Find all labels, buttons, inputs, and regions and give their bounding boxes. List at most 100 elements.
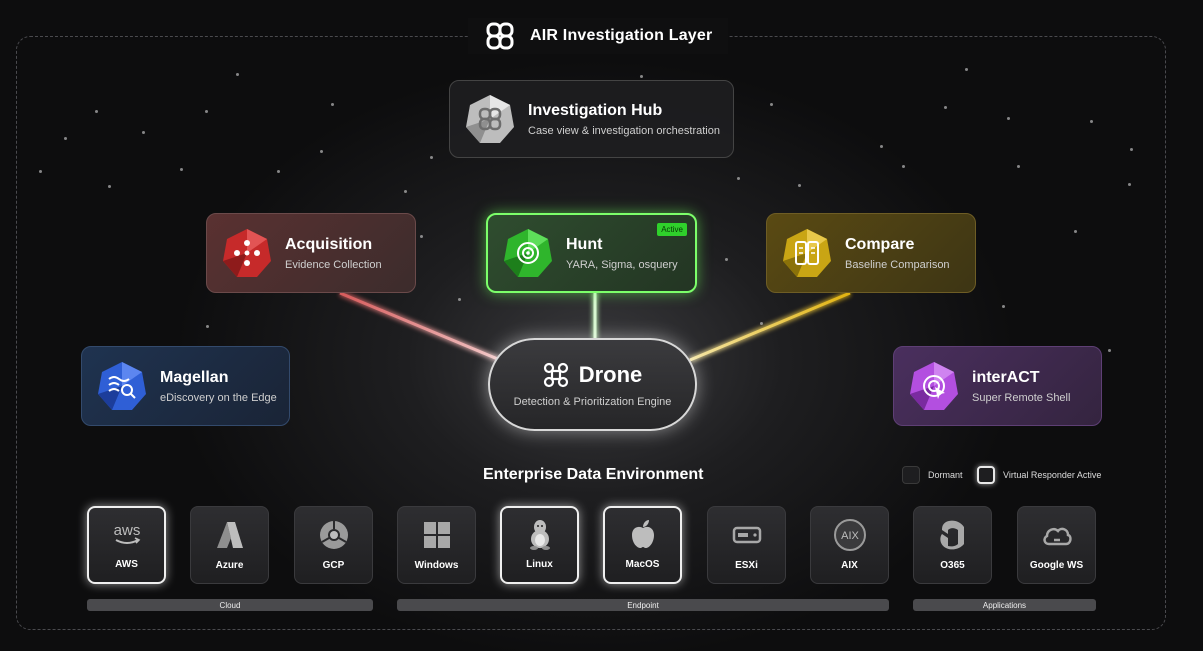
star [1090,120,1093,123]
tile-o365[interactable]: O365 [913,506,992,584]
tile-label: Google WS [1029,560,1084,571]
drone-subtitle: Detection & Prioritization Engine [513,395,672,408]
tile-label: Azure [215,560,244,571]
tile-windows[interactable]: Windows [397,506,476,584]
star [430,156,433,159]
cloud-icon [1042,527,1072,546]
star [205,110,208,113]
line-compare [689,291,851,362]
star [725,258,728,261]
tile-linux[interactable]: Linux [500,506,579,584]
interact-subtitle: Super Remote Shell [972,392,1071,404]
compare-icon [783,229,831,277]
star [236,73,239,76]
star [1128,183,1131,186]
tile-gcp[interactable]: GCP [294,506,373,584]
tile-label: Linux [526,559,553,570]
star [39,170,42,173]
tile-aix[interactable]: AIX AIX [810,506,889,584]
tile-label: ESXi [735,560,758,571]
environment-title: Enterprise Data Environment [483,466,704,483]
star [180,168,183,171]
magellan-card[interactable]: Magellan eDiscovery on the Edge [81,346,290,426]
star [798,184,801,187]
interact-icon [910,362,958,410]
star [1074,230,1077,233]
hub-title: Investigation Hub [528,102,663,119]
hunt-subtitle: YARA, Sigma, osquery [566,259,678,271]
tile-label: MacOS [625,559,660,570]
star [1108,349,1111,352]
star [640,75,643,78]
tile-azure[interactable]: Azure [190,506,269,584]
legend-active-label: Virtual Responder Active [1003,470,1102,480]
star [320,150,323,153]
acquisition-subtitle: Evidence Collection [285,259,382,271]
star [737,177,740,180]
tile-label: AWS [115,559,138,570]
star [64,137,67,140]
layer-title-text: AIR Investigation Layer [530,27,713,44]
star [1130,148,1133,151]
acquisition-card[interactable]: Acquisition Evidence Collection [206,213,416,293]
star [770,103,773,106]
magellan-title: Magellan [160,369,229,386]
office-icon [939,520,964,550]
star [95,110,98,113]
interact-title: interACT [972,369,1040,386]
star [277,170,280,173]
tile-google-ws[interactable]: Google WS [1017,506,1096,584]
tile-label: Windows [414,560,459,571]
windows-icon [423,522,450,548]
investigation-hub-icon [466,95,514,143]
star [331,103,334,106]
legend-active: Virtual Responder Active [977,466,1101,484]
acquisition-title: Acquisition [285,236,373,253]
hunt-icon [504,229,552,277]
hub-subtitle: Case view & investigation orchestration [528,125,720,137]
tile-esxi[interactable]: ESXi [707,506,786,584]
star [206,325,209,328]
air-logo-icon [486,22,514,50]
server-icon [732,526,761,544]
star [420,235,423,238]
hunt-title: Hunt [566,236,603,253]
star [404,190,407,193]
aix-icon: AIX [833,519,866,551]
linux-icon [529,520,550,550]
compare-card[interactable]: Compare Baseline Comparison [766,213,976,293]
star [142,131,145,134]
tile-aws[interactable]: aws AWS [87,506,166,584]
line-acquisition [339,291,501,362]
star [880,145,883,148]
gcp-icon [319,521,348,549]
star [108,185,111,188]
magellan-icon [98,362,146,410]
compare-subtitle: Baseline Comparison [845,259,950,271]
star [965,68,968,71]
legend-dormant-swatch [902,466,920,484]
drone-icon [543,362,568,387]
interact-card[interactable]: interACT Super Remote Shell [893,346,1102,426]
drone-engine[interactable]: Drone Detection & Prioritization Engine [488,338,697,431]
tile-macos[interactable]: MacOS [603,506,682,584]
star [458,298,461,301]
investigation-hub-card[interactable]: Investigation Hub Case view & investigat… [449,80,734,158]
star [1017,165,1020,168]
magellan-subtitle: eDiscovery on the Edge [160,392,277,404]
legend-dormant-label: Dormant [928,470,963,480]
active-badge: Active [657,223,687,236]
group-cloud: Cloud [87,599,373,611]
group-applications: Applications [913,599,1096,611]
tile-label: GCP [322,560,345,571]
star [944,106,947,109]
azure-icon [216,522,243,548]
drone-title: Drone [578,361,643,387]
star [1007,117,1010,120]
compare-title: Compare [845,236,915,253]
apple-icon [631,520,654,548]
tile-label: O365 [940,560,965,571]
hunt-card[interactable]: Hunt YARA, Sigma, osquery Active [486,213,697,293]
